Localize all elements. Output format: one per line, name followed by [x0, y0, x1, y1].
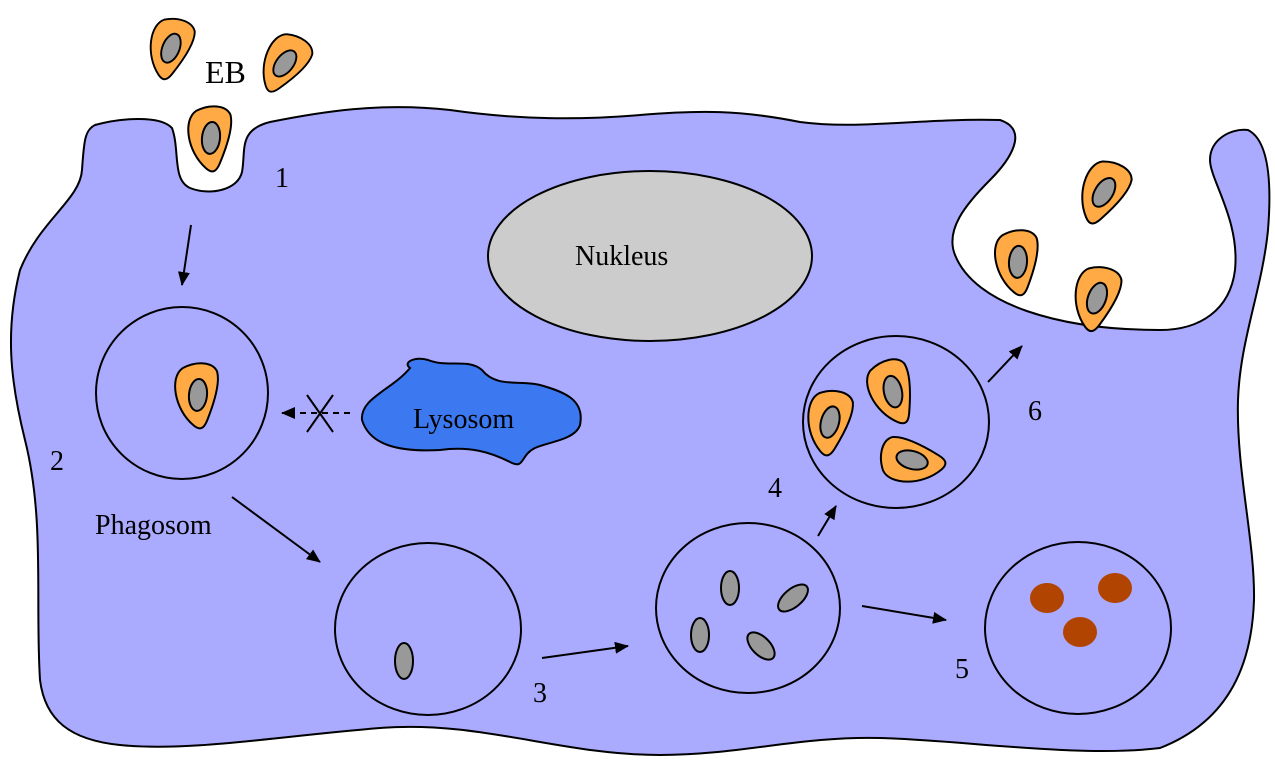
phagosome-label: Phagosom: [95, 510, 212, 541]
dense-particle: [1098, 573, 1132, 603]
step-2-label: 2: [50, 446, 64, 477]
step-6-label: 6: [1028, 396, 1042, 427]
nucleus-label: Nukleus: [575, 241, 668, 272]
released-elementary-body: [993, 228, 1043, 297]
elementary-body-entering: [187, 105, 235, 173]
released-elementary-body: [1071, 155, 1136, 231]
lysosome-label: Lysosom: [413, 404, 514, 435]
dense-particle: [1063, 617, 1097, 647]
dense-particle: [1030, 583, 1064, 613]
eb-label: EB: [205, 54, 246, 90]
step-1-label: 1: [275, 163, 289, 194]
reticulate-body: [721, 571, 739, 605]
elementary-body: [144, 15, 197, 84]
step-4-label: 4: [768, 473, 782, 504]
reticulate-body: [395, 643, 413, 679]
step-3-label: 3: [533, 678, 547, 709]
elementary-body: [251, 27, 316, 101]
reticulate-body: [691, 618, 709, 652]
step-5-label: 5: [955, 654, 969, 685]
